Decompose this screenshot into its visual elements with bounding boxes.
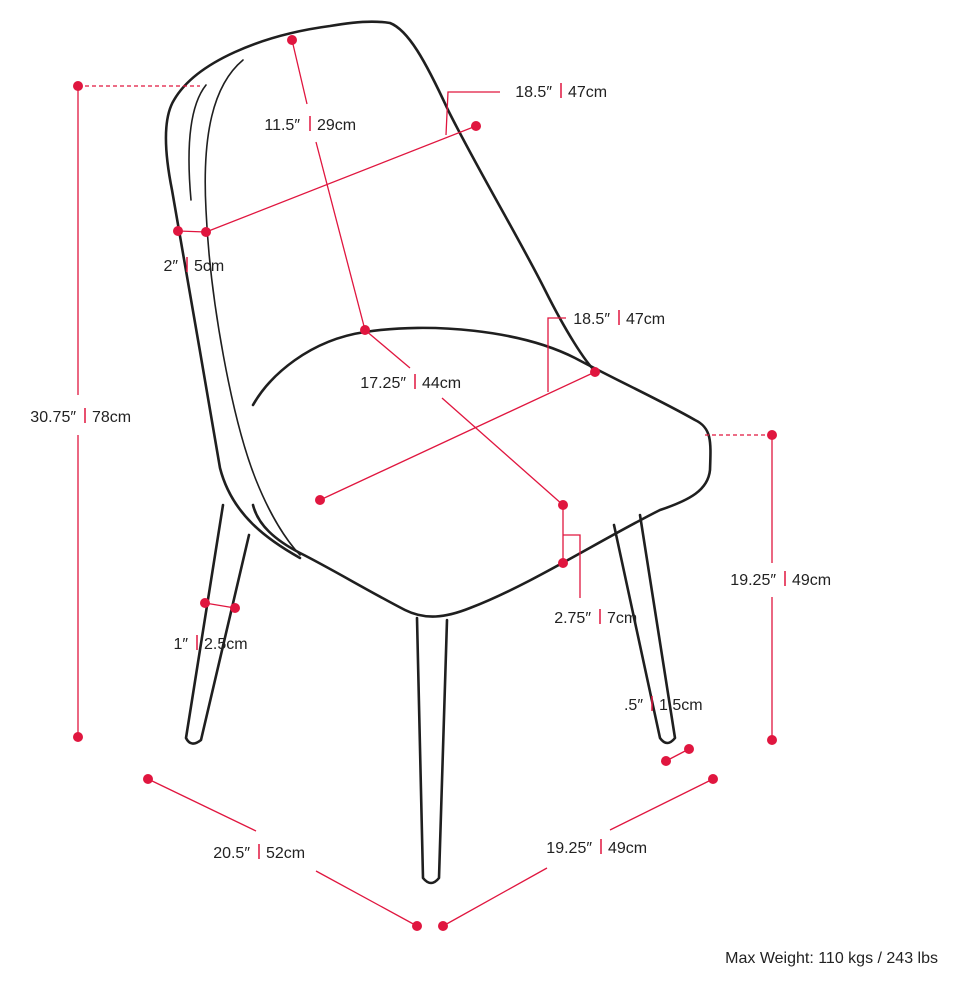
- front-left-leg: [415, 616, 449, 885]
- svg-text:20.5″: 20.5″: [213, 845, 250, 862]
- svg-text:29cm: 29cm: [317, 117, 356, 134]
- backrest-rim: [188, 84, 207, 201]
- label-seat-depth: 17.25″ 44cm: [360, 374, 461, 392]
- label-backrest-width: 18.5″ 47cm: [515, 83, 607, 101]
- svg-text:.5″: .5″: [624, 697, 643, 714]
- dim-overall-width: [143, 774, 422, 931]
- svg-text:2.75″: 2.75″: [554, 610, 591, 627]
- backrest: [164, 20, 598, 560]
- backrest-inner-edge: [204, 59, 301, 556]
- dim-seat-width: [315, 317, 600, 505]
- dim-backrest-height: [287, 35, 370, 335]
- svg-text:18.5″: 18.5″: [515, 84, 552, 101]
- svg-text:30.75″: 30.75″: [30, 409, 76, 426]
- svg-text:52cm: 52cm: [266, 845, 305, 862]
- dim-overall-height: [73, 81, 200, 742]
- label-leg-top-width: 1″ 2.5cm: [173, 635, 248, 653]
- svg-text:1.5cm: 1.5cm: [659, 697, 703, 714]
- svg-text:2″: 2″: [163, 258, 178, 275]
- dim-overall-depth: [438, 774, 718, 931]
- dim-seat-thickness: [558, 505, 581, 598]
- label-overall-height: 30.75″ 78cm: [30, 408, 131, 426]
- svg-text:47cm: 47cm: [626, 311, 665, 328]
- label-backrest-thickness: 2″ 5cm: [163, 257, 224, 275]
- svg-text:19.25″: 19.25″: [730, 572, 776, 589]
- svg-text:1″: 1″: [173, 636, 188, 653]
- svg-text:11.5″: 11.5″: [264, 117, 300, 134]
- label-seat-height: 19.25″ 49cm: [730, 571, 831, 589]
- svg-text:49cm: 49cm: [792, 572, 831, 589]
- svg-text:19.25″: 19.25″: [546, 840, 592, 857]
- svg-text:18.5″: 18.5″: [573, 311, 610, 328]
- dim-seat-depth: [364, 329, 568, 510]
- back-right-leg: [612, 513, 677, 745]
- svg-text:49cm: 49cm: [608, 840, 647, 857]
- svg-text:2.5cm: 2.5cm: [204, 636, 248, 653]
- label-leg-bottom-width: .5″ 1.5cm: [624, 696, 703, 714]
- seat: [251, 326, 712, 618]
- back-left-leg: [184, 503, 251, 745]
- svg-text:17.25″: 17.25″: [360, 375, 406, 392]
- chair-outline: [164, 20, 712, 885]
- label-backrest-height: 11.5″ 29cm: [264, 116, 356, 134]
- dim-backrest-thickness: [173, 226, 207, 236]
- svg-text:47cm: 47cm: [568, 84, 607, 101]
- svg-text:5cm: 5cm: [194, 258, 224, 275]
- label-seat-thickness: 2.75″ 7cm: [554, 609, 637, 627]
- label-seat-width: 18.5″ 47cm: [573, 310, 665, 328]
- label-overall-width: 20.5″ 52cm: [213, 844, 305, 862]
- svg-text:44cm: 44cm: [422, 375, 461, 392]
- dim-backrest-width: [201, 91, 500, 237]
- max-weight-note: Max Weight: 110 kgs / 243 lbs: [725, 950, 938, 967]
- dim-seat-height: [705, 430, 777, 745]
- svg-text:78cm: 78cm: [92, 409, 131, 426]
- svg-text:7cm: 7cm: [607, 610, 637, 627]
- label-overall-depth: 19.25″ 49cm: [546, 839, 647, 857]
- dim-leg-bottom-width: [661, 744, 694, 766]
- dim-leg-top-width: [200, 598, 240, 613]
